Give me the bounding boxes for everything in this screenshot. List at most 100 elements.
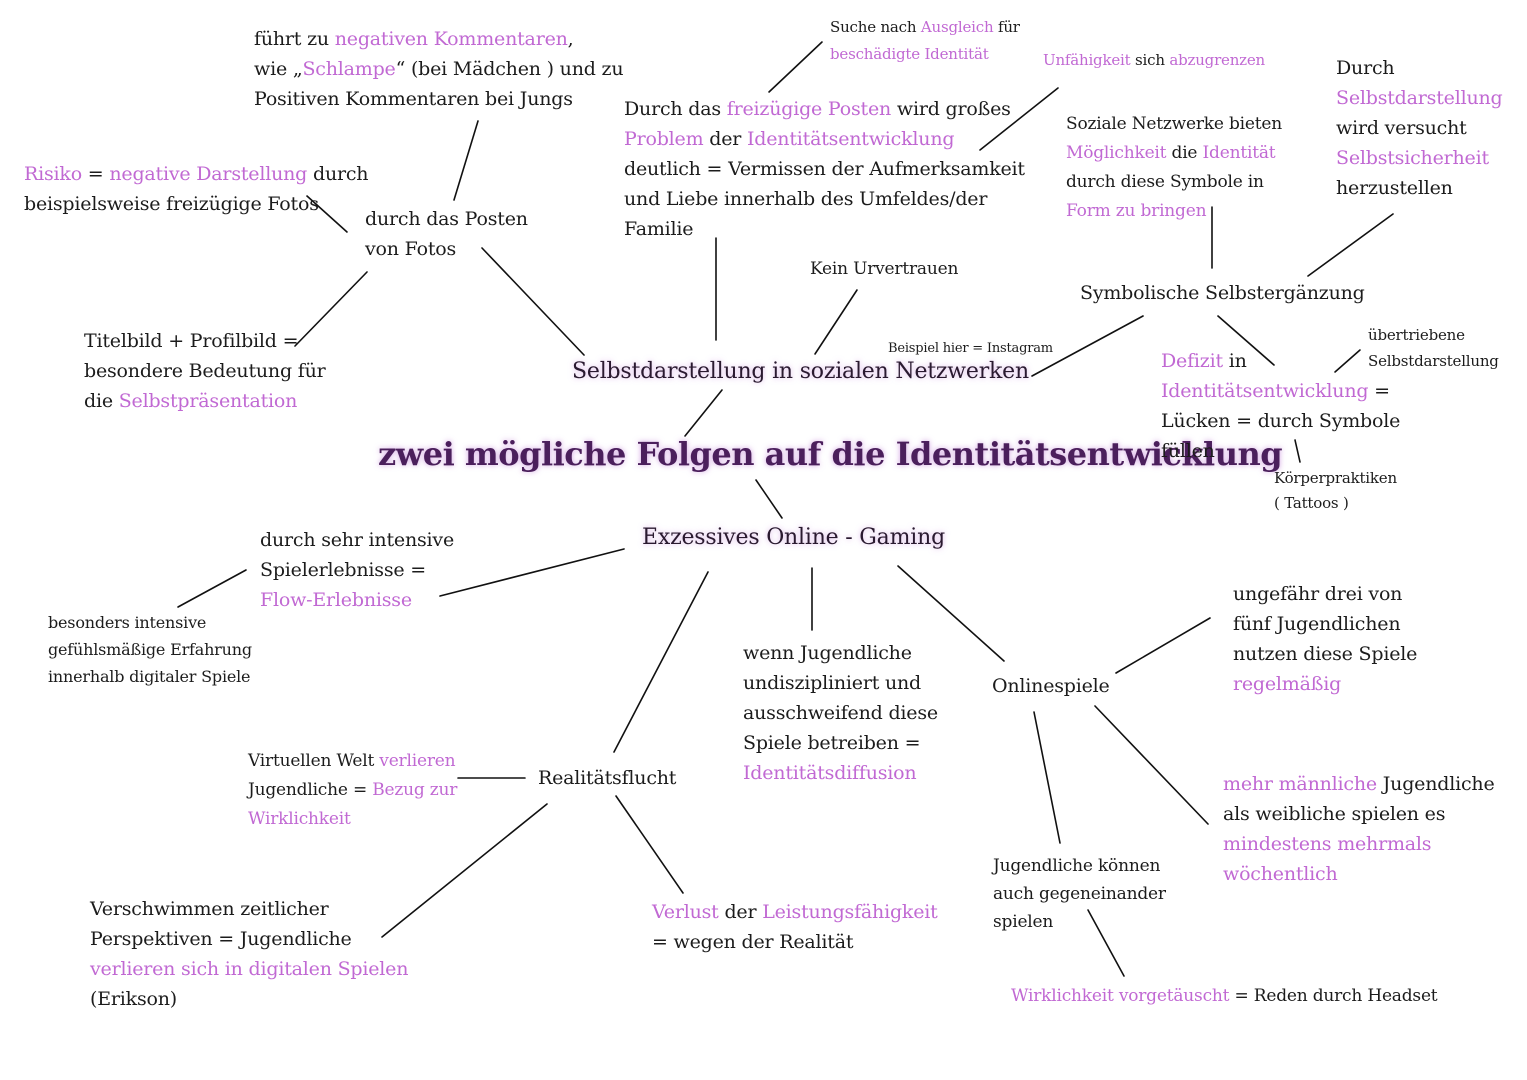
drei-line-2: fünf Jugendlichen <box>1233 609 1417 639</box>
text-run-2: für <box>993 18 1020 36</box>
text-run-0: führt zu <box>254 28 335 50</box>
leistung-line-2: = wegen der Realität <box>652 927 938 957</box>
highlight-text-2: Identitätsentwicklung <box>746 128 955 150</box>
maennlich-line-1: mehr männliche Jugendliche <box>1223 769 1495 799</box>
diffusion-line-1: wenn Jugendliche <box>743 638 938 668</box>
text-run-0: nutzen diese Spiele <box>1233 643 1418 665</box>
durch-line-5: herzustellen <box>1336 173 1502 203</box>
highlight-text-2: Leistungsfähigkeit <box>762 901 938 923</box>
maennlich-line-3: mindestens mehrmals <box>1223 829 1495 859</box>
highlight-text-2: negative Darstellung <box>109 163 308 185</box>
text-run-0: besondere Bedeutung für <box>84 360 326 382</box>
highlight-text-0: Unfähigkeit <box>1043 51 1131 69</box>
node-netzwerke: Soziale Netzwerke bieten Möglichkeit die… <box>1066 110 1282 226</box>
line-onlinespiele-to-gegeneinander <box>1033 711 1061 844</box>
koerper-line-2: ( Tattoos ) <box>1274 494 1349 512</box>
node-durch-selbstdarstellung: Durch Selbstdarstellung wird versucht Se… <box>1336 53 1503 203</box>
line-branch-to-symbolisch <box>1031 315 1144 377</box>
node-symbolische-selbstergaenzung: Symbolische Selbstergänzung <box>1080 282 1365 304</box>
drei-line-4: regelmäßig <box>1233 669 1417 699</box>
text-run-0: undiszipliniert und <box>743 672 922 694</box>
text-run-1: = <box>1368 380 1390 402</box>
uebertrieben-line-1: übertriebene <box>1368 326 1465 344</box>
maennlich-line-4: wöchentlich <box>1223 859 1495 889</box>
text-run-2: wird großes <box>891 98 1011 120</box>
text-run-1: = <box>81 163 110 185</box>
text-run-0: Familie <box>624 218 694 240</box>
highlight-text-0: Identitätsdiffusion <box>743 762 917 784</box>
text-run-1: Jugendliche <box>1376 773 1495 795</box>
virtuell-line-2: Jugendliche = Bezug zur <box>248 776 457 805</box>
netzwerke-line-3: durch diese Symbole in <box>1066 168 1282 197</box>
text-run-0: deutlich = Vermissen der Aufmerksamkeit <box>624 158 1025 180</box>
highlight-text-0: regelmäßig <box>1233 673 1342 695</box>
netzwerke-line-2: Möglichkeit die Identität <box>1066 139 1282 168</box>
problem-line-4: und Liebe innerhalb des Umfeldes/der <box>624 184 1025 214</box>
maennlich-line-2: als weibliche spielen es <box>1223 799 1495 829</box>
comments-line-1: führt zu negativen Kommentaren, <box>254 24 623 54</box>
text-run-3: durch <box>307 163 369 185</box>
text-run-1: = Reden durch Headset <box>1229 986 1438 1006</box>
durch-line-1: Durch <box>1336 53 1502 83</box>
text-run-0: Spielerlebnisse = <box>260 559 427 581</box>
node-gefuehl: besonders intensive gefühlsmäßige Erfahr… <box>48 609 252 690</box>
text-run-0: Perspektiven = Jugendliche <box>90 928 352 950</box>
text-run-0: fünf Jugendlichen <box>1233 613 1401 635</box>
text-run-0: Lücken = durch Symbole <box>1161 410 1401 432</box>
node-abgrenzen: Unfähigkeit sich abzugrenzen <box>1043 47 1265 74</box>
erikson-line-2: Perspektiven = Jugendliche <box>90 924 408 954</box>
line-defizit-to-uebertrieben <box>1334 349 1361 373</box>
node-headset: Wirklichkeit vorgetäuscht = Reden durch … <box>1011 983 1438 1010</box>
node-risk: Risiko = negative Darstellung durch beis… <box>24 159 369 219</box>
line-durch-to-symbolisch <box>1307 213 1394 277</box>
highlight-text-0: Wirklichkeit vorgetäuscht <box>1011 986 1230 1006</box>
highlight-text-0: wöchentlich <box>1223 863 1338 885</box>
branch-online-gaming: Exzessives Online - Gaming <box>642 525 945 550</box>
text-run-1: der <box>718 901 763 923</box>
line-symbolisch-to-defizit <box>1217 315 1275 366</box>
text-run-0: Positiven Kommentaren bei Jungs <box>254 88 573 110</box>
highlight-text-1: Selbstpräsentation <box>118 390 298 412</box>
node-ausgleich: Suche nach Ausgleich für beschädigte Ide… <box>830 14 1020 68</box>
erikson-line-1: Verschwimmen zeitlicher <box>90 894 408 924</box>
text-run-0: Spiele betreiben = <box>743 732 921 754</box>
highlight-text-0: Wirklichkeit <box>248 809 351 829</box>
text-run-0: füllen <box>1161 440 1215 462</box>
line-title-to-selbstdarstellung <box>684 389 723 437</box>
text-run-0: Soziale Netzwerke bieten <box>1066 114 1282 134</box>
node-identitaetsdiffusion: wenn Jugendliche undiszipliniert und aus… <box>743 638 938 788</box>
node-uebertriebene: übertriebene Selbstdarstellung <box>1368 322 1499 374</box>
durch-line-3: wird versucht <box>1336 113 1502 143</box>
central-title: zwei mögliche Folgen auf die Identitätse… <box>378 435 1283 473</box>
text-run-0: durch sehr intensive <box>260 529 454 551</box>
highlight-text-1: freizügige Posten <box>726 98 892 120</box>
defizit-line-1: Defizit in <box>1161 346 1400 376</box>
line-risk-to-posting <box>306 195 348 233</box>
highlight-text-0: Verlust <box>652 901 719 923</box>
highlight-text-2: abzugrenzen <box>1169 51 1266 69</box>
netzwerke-line-1: Soziale Netzwerke bieten <box>1066 110 1282 139</box>
flow-line-1: durch sehr intensive <box>260 525 454 555</box>
highlight-text-0: Risiko <box>24 163 82 185</box>
highlight-text-0: Selbstdarstellung <box>1336 87 1503 109</box>
gegeneinander-line-1: Jugendliche können <box>993 856 1161 876</box>
defizit-line-4: füllen <box>1161 436 1400 466</box>
highlight-text-0: verlieren sich in digitalen Spielen <box>90 958 409 980</box>
text-run-1: in <box>1222 350 1247 372</box>
node-posting-photos: durch das Posten von Fotos <box>365 204 528 264</box>
highlight-text-1: Schlampe <box>302 58 396 80</box>
comments-line-2: wie „Schlampe“ (bei Mädchen ) und zu <box>254 54 624 84</box>
text-run-0: = wegen der Realität <box>652 931 854 953</box>
line-gaming-to-flow <box>439 548 625 597</box>
text-run-0: Jugendliche = <box>248 780 373 800</box>
node-gegeneinander: Jugendliche können auch gegeneinander sp… <box>993 852 1166 936</box>
netzwerke-line-4: Form zu bringen <box>1066 197 1282 226</box>
virtuell-line-1: Virtuellen Welt verlieren <box>248 747 457 776</box>
gefuehl-line-2: gefühlsmäßige Erfahrung <box>48 640 252 659</box>
text-run-0: (Erikson) <box>90 988 177 1010</box>
risk-line-2: beispielsweise freizügige Fotos <box>24 189 368 219</box>
defizit-line-3: Lücken = durch Symbole <box>1161 406 1400 436</box>
uebertrieben-line-2: Selbstdarstellung <box>1368 352 1499 370</box>
highlight-text-0: mindestens mehrmals <box>1223 833 1432 855</box>
ausgleich-line-1: Suche nach Ausgleich für <box>830 14 1020 41</box>
